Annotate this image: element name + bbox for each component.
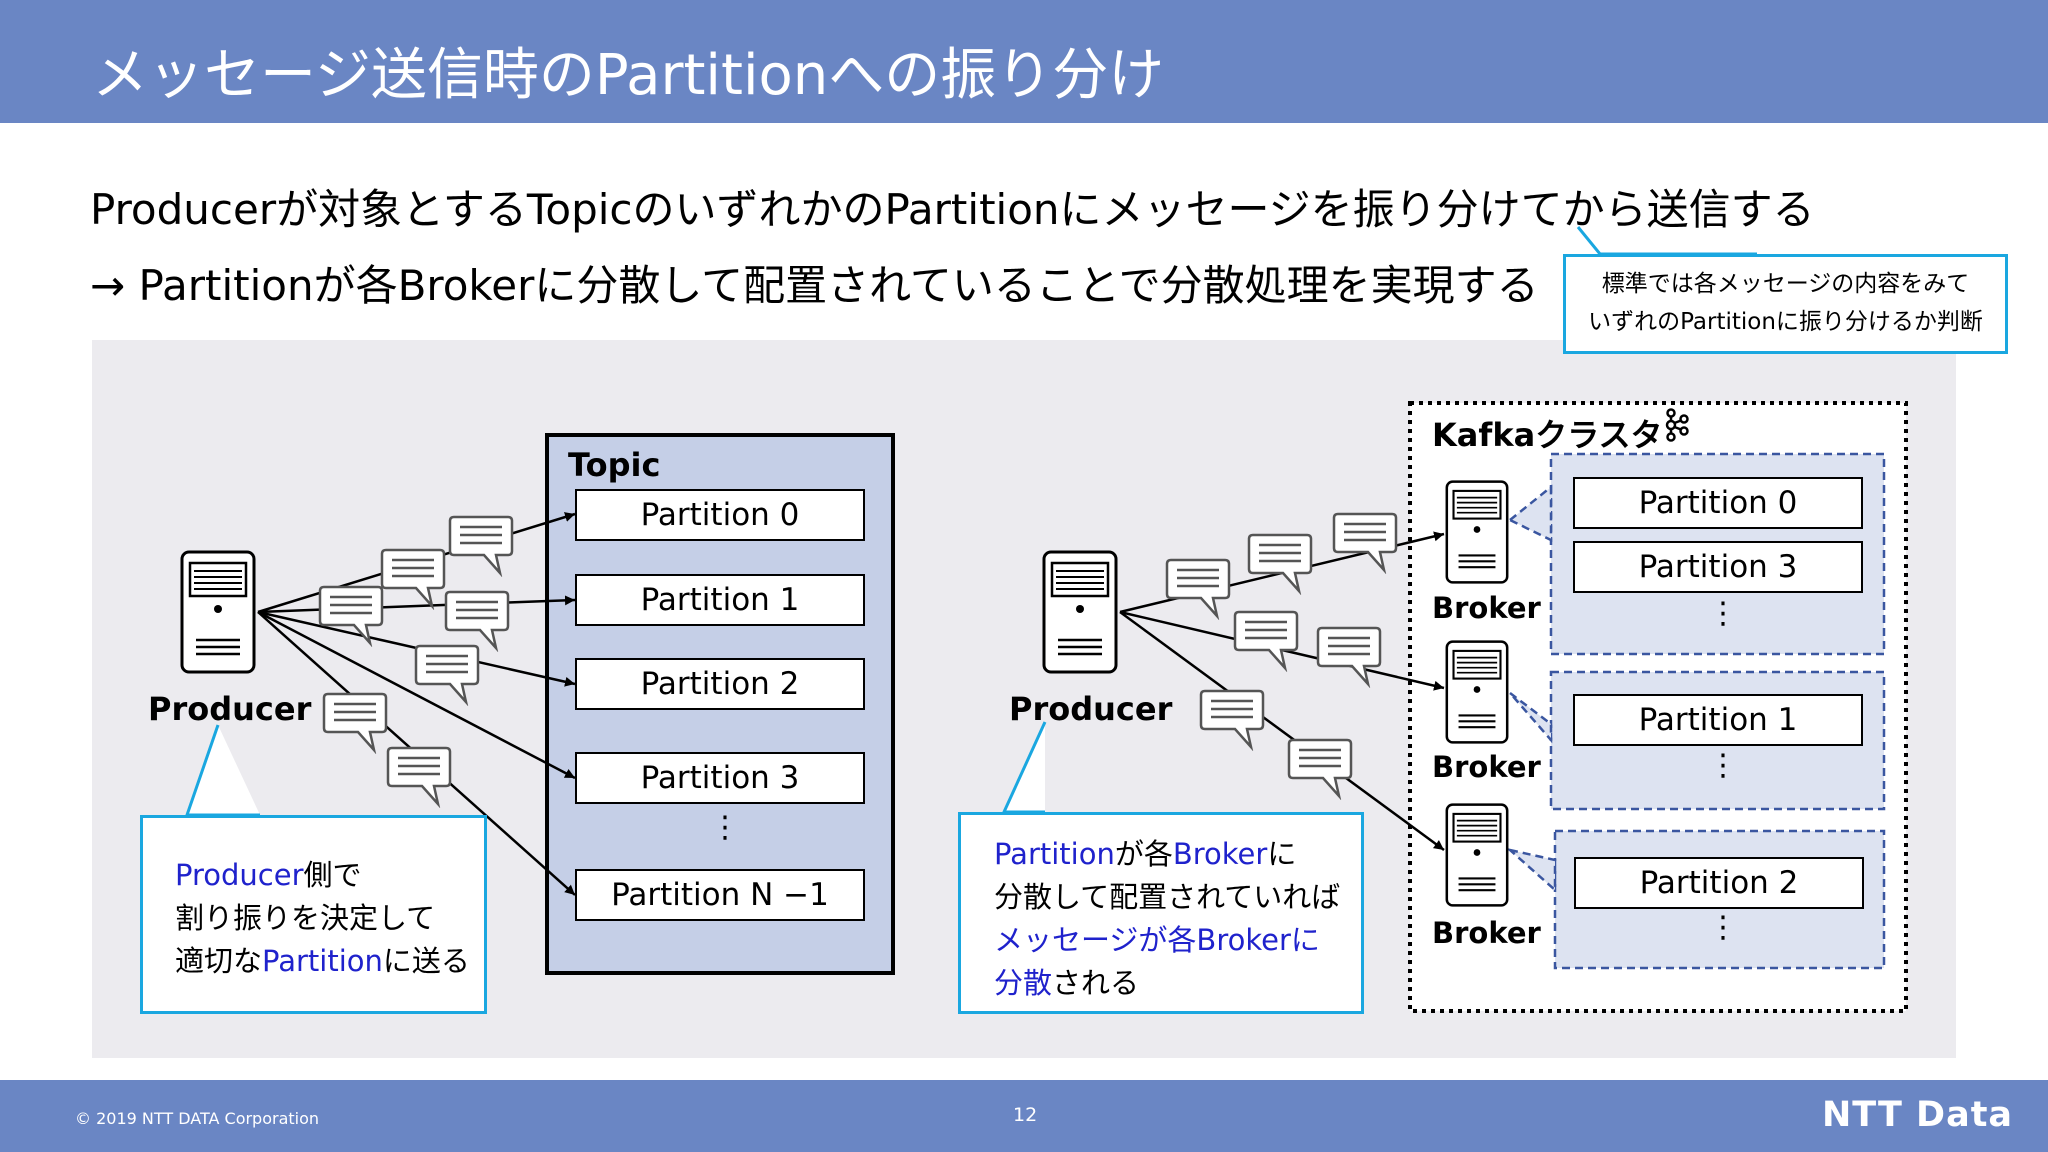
callout-left-line-1: Producer側で [175, 858, 362, 892]
ntt-data-logo: NTT Data [1822, 1095, 2014, 1135]
callout-left-line-3: 適切なPartitionに送る [175, 944, 470, 978]
kafka-cluster-label: Kafkaクラスタ [1432, 416, 1663, 454]
broker1-partition-3: Partition 3 [1573, 541, 1863, 593]
copyright-text: © 2019 NTT DATA Corporation [75, 1109, 320, 1128]
callout-top-line-1: 標準では各メッセージの内容をみて [1601, 271, 1970, 297]
left-producer-label: Producer [148, 690, 312, 728]
broker1-ellipsis: ⋮ [1708, 596, 1738, 631]
callout-producer-assigns: Producer側で 割り振りを決定して 適切なPartitionに送る [140, 815, 487, 1014]
page-number: 12 [1013, 1104, 1038, 1126]
callout-partition-decision: 標準では各メッセージの内容をみて いずれのPartitionに振り分けるか判断 [1563, 254, 2008, 354]
topic-partition-2: Partition 2 [575, 658, 865, 710]
callout-right-line-2: 分散して配置されていれば [994, 880, 1341, 914]
broker2-partition-1: Partition 1 [1573, 694, 1863, 746]
broker3-ellipsis: ⋮ [1708, 910, 1738, 945]
callout-right-line-1: Partitionが各Brokerに [994, 837, 1297, 871]
callout-top-line-2: いずれのPartitionに振り分けるか判断 [1588, 309, 1983, 335]
topic-partition-n-1: Partition N −1 [575, 869, 865, 921]
callout-right-line-4: 分散される [994, 966, 1140, 1000]
topic-partition-3: Partition 3 [575, 752, 865, 804]
topic-ellipsis: ⋮ [710, 810, 740, 845]
broker-label-2: Broker [1432, 750, 1541, 784]
broker-label-3: Broker [1432, 916, 1541, 950]
kafka-logo-icon [1662, 408, 1692, 450]
broker3-partition-2: Partition 2 [1574, 857, 1864, 909]
topic-partition-0: Partition 0 [575, 489, 865, 541]
right-producer-label: Producer [1009, 690, 1173, 728]
broker2-ellipsis: ⋮ [1708, 748, 1738, 783]
body-line-1: Producerが対象とするTopicのいずれかのPartitionにメッセージ… [90, 185, 1815, 234]
broker1-partition-0: Partition 0 [1573, 477, 1863, 529]
title-bar: メッセージ送信時のPartitionへの振り分け [0, 0, 2048, 123]
slide-title: メッセージ送信時のPartitionへの振り分け [92, 43, 1165, 108]
body-line-2: → Partitionが各Brokerに分散して配置されていることで分散処理を実… [90, 261, 1539, 310]
topic-partition-1: Partition 1 [575, 574, 865, 626]
callout-distribution: Partitionが各Brokerに 分散して配置されていれば メッセージが各B… [958, 812, 1364, 1014]
callout-left-line-2: 割り振りを決定して [175, 901, 436, 935]
broker-label-1: Broker [1432, 591, 1541, 625]
footer-bar [0, 1080, 2048, 1152]
topic-label: Topic [568, 446, 661, 484]
callout-right-line-3: メッセージが各Brokerに [994, 923, 1320, 957]
